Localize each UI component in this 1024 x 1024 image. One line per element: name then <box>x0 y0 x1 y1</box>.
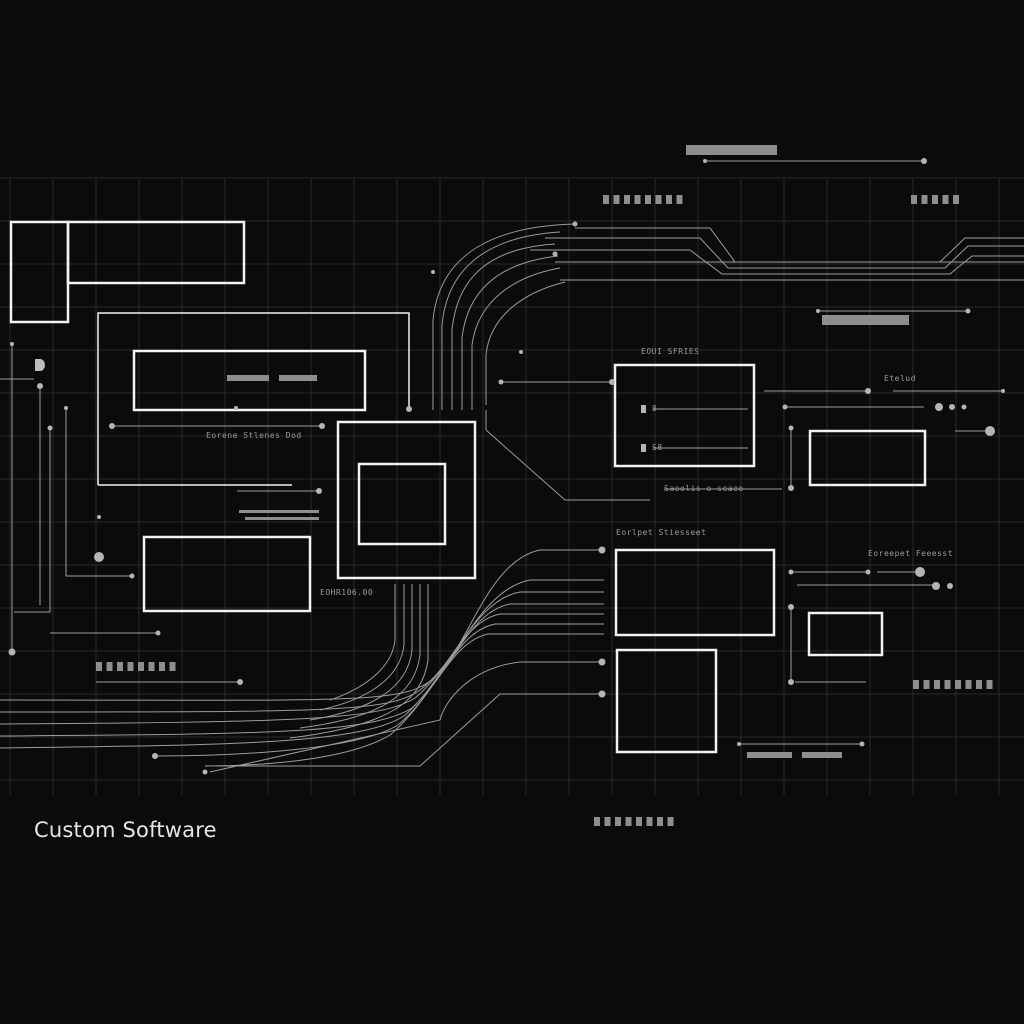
side-label-1: Etelud <box>884 374 916 383</box>
panel-b-row-2: S8 <box>652 443 663 452</box>
dash-blocks <box>227 145 909 758</box>
side-label-2: Saeolis o seaee <box>664 484 744 493</box>
panel-c-title: Eorlpet Stiesseet <box>616 528 707 537</box>
chip-label: EOHR106.00 <box>320 588 374 597</box>
panel-a-label: Eorene Stlenes Dod <box>206 431 302 440</box>
side-label-3: Eoreepet Feeesst <box>868 549 954 558</box>
panel-b-row-1: 8 <box>652 404 658 413</box>
segment-rows <box>96 195 993 826</box>
background-grid <box>0 177 1024 795</box>
panel-b-title: EOUI SFRIES <box>641 347 700 356</box>
circuit-traces <box>0 160 1024 773</box>
component-boxes <box>9 220 927 754</box>
caption-title: Custom Software <box>34 818 217 842</box>
left-marker-icon <box>35 359 45 371</box>
terminal-dots <box>8 158 1005 775</box>
